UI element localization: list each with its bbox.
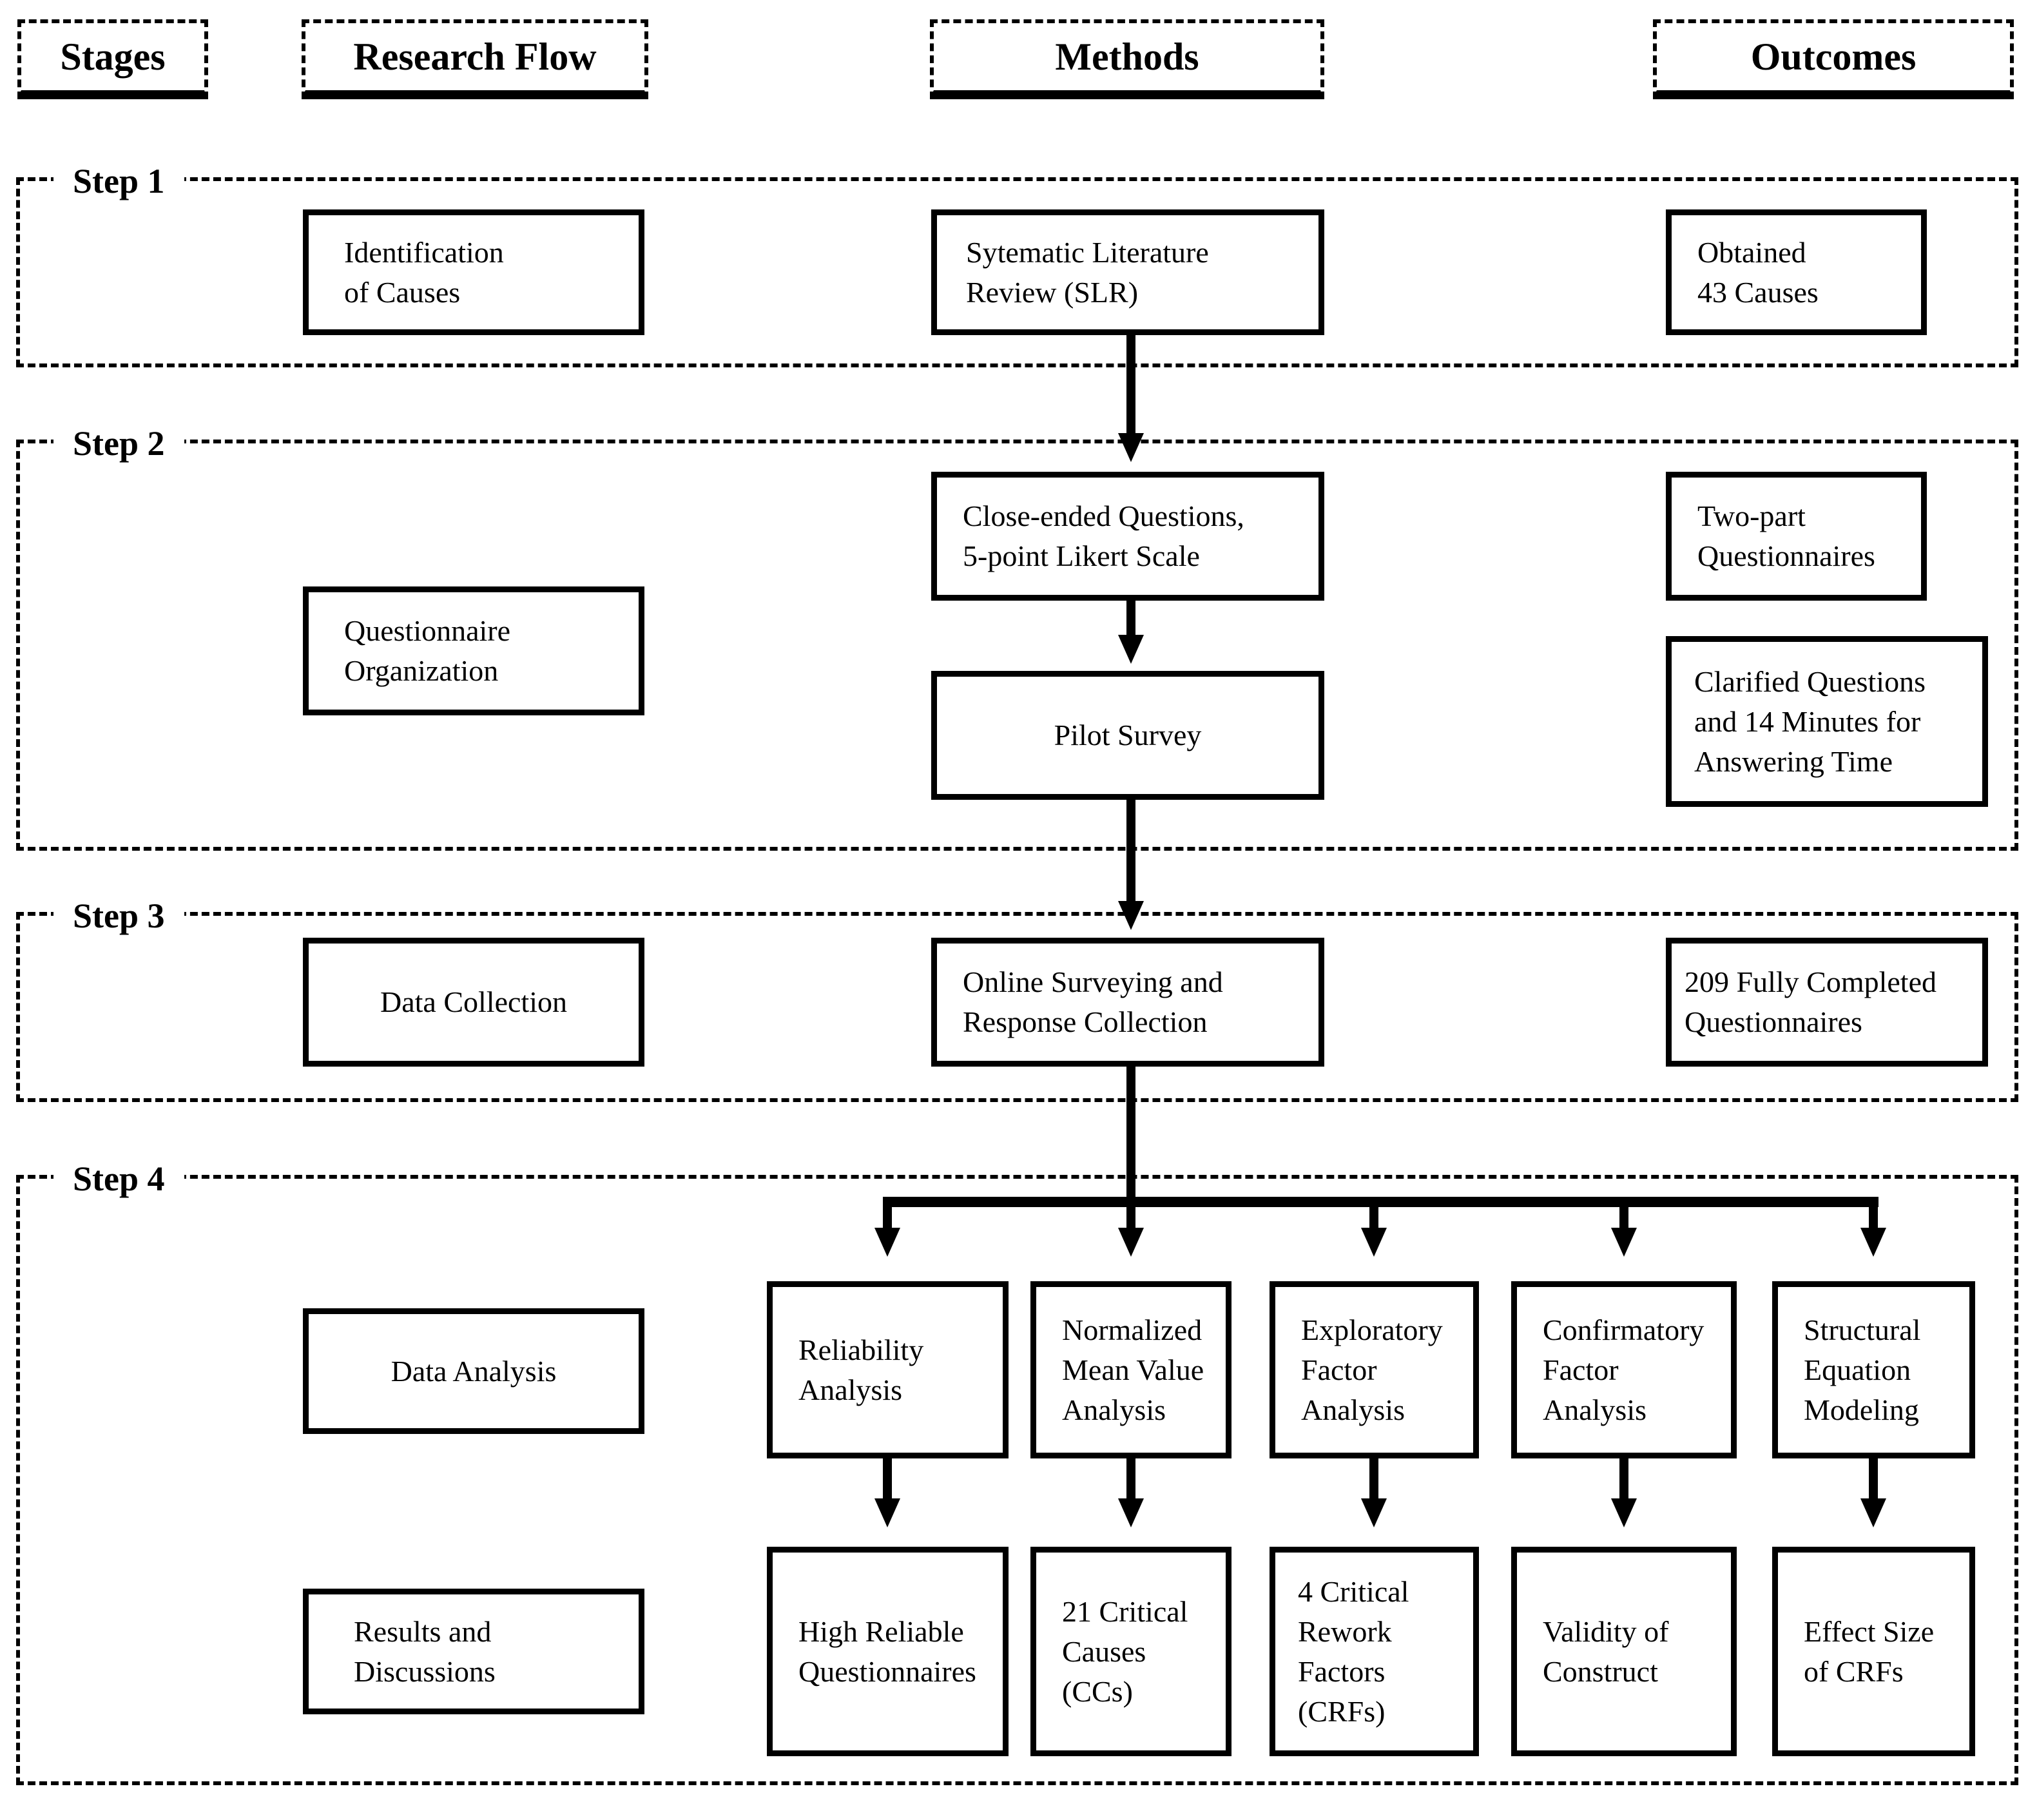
arrow-slr-to-questions-head (1118, 433, 1144, 462)
box-two-part-questionnaires: Two-part Questionnaires (1666, 472, 1927, 601)
column-header-stages: Stages (17, 19, 208, 99)
result-arrow-1-head (874, 1498, 900, 1527)
result-arrow-4-line (1619, 1458, 1628, 1500)
arrow-pilot-to-online-head (1118, 901, 1144, 930)
step1-band: Step 1 (16, 157, 2018, 367)
arrow-questions-to-pilot-head (1118, 635, 1144, 664)
branch-arrow-2-line (1126, 1207, 1135, 1230)
box-exploratory-factor-analysis: Exploratory Factor Analysis (1270, 1281, 1479, 1458)
step3-label: Step 3 (53, 891, 184, 940)
box-high-reliable-questionnaires: High Reliable Questionnaires (767, 1547, 1009, 1756)
column-header-methods: Methods (930, 19, 1324, 99)
branch-arrow-2-head (1118, 1228, 1144, 1257)
box-results-and-discussions: Results and Discussions (303, 1589, 644, 1714)
branch-arrow-5-head (1860, 1228, 1886, 1257)
result-arrow-5-head (1860, 1498, 1886, 1527)
branch-arrow-1-head (874, 1228, 900, 1257)
column-header-research-flow: Research Flow (302, 19, 648, 99)
branch-bar (883, 1197, 1878, 1207)
result-arrow-1-line (883, 1458, 892, 1500)
step4-label: Step 4 (53, 1154, 184, 1203)
box-close-ended-questions: Close-ended Questions, 5-point Likert Sc… (931, 472, 1324, 601)
box-data-analysis: Data Analysis (303, 1308, 644, 1434)
branch-arrow-1-line (883, 1207, 892, 1230)
box-questionnaire-organization: Questionnaire Organization (303, 586, 644, 715)
box-209-completed-questionnaires: 209 Fully Completed Questionnaires (1666, 938, 1988, 1067)
branch-arrow-3-line (1369, 1207, 1378, 1230)
result-arrow-4-head (1611, 1498, 1637, 1527)
box-online-surveying: Online Surveying and Response Collection (931, 938, 1324, 1067)
box-systematic-literature-review: Sytematic Literature Review (SLR) (931, 209, 1324, 335)
box-obtained-43-causes: Obtained 43 Causes (1666, 209, 1927, 335)
step2-label: Step 2 (53, 419, 184, 468)
box-21-critical-causes: 21 Critical Causes (CCs) (1030, 1547, 1231, 1756)
branch-arrow-3-head (1361, 1228, 1387, 1257)
arrow-slr-to-questions-line (1126, 335, 1135, 435)
step1-label: Step 1 (53, 157, 184, 206)
result-arrow-3-line (1369, 1458, 1378, 1500)
step3-band: Step 3 (16, 891, 2018, 1102)
box-pilot-survey: Pilot Survey (931, 671, 1324, 800)
result-arrow-3-head (1361, 1498, 1387, 1527)
box-validity-of-construct: Validity of Construct (1511, 1547, 1737, 1756)
step4-band: Step 4 (16, 1154, 2018, 1785)
box-4-critical-rework-factors: 4 Critical Rework Factors (CRFs) (1270, 1547, 1479, 1756)
result-arrow-2-line (1126, 1458, 1135, 1500)
box-structural-equation-modeling: Structural Equation Modeling (1772, 1281, 1975, 1458)
box-identification-of-causes: Identification of Causes (303, 209, 644, 335)
box-normalized-mean-value-analysis: Normalized Mean Value Analysis (1030, 1281, 1231, 1458)
result-arrow-5-line (1869, 1458, 1878, 1500)
branch-arrow-4-head (1611, 1228, 1637, 1257)
box-clarified-questions: Clarified Questions and 14 Minutes for A… (1666, 636, 1988, 807)
box-data-collection: Data Collection (303, 938, 644, 1067)
box-confirmatory-factor-analysis: Confirmatory Factor Analysis (1511, 1281, 1737, 1458)
box-reliability-analysis: Reliability Analysis (767, 1281, 1009, 1458)
step2-band: Step 2 (16, 419, 2018, 851)
box-effect-size-of-crfs: Effect Size of CRFs (1772, 1547, 1975, 1756)
branch-arrow-4-line (1619, 1207, 1628, 1230)
result-arrow-2-head (1118, 1498, 1144, 1527)
arrow-pilot-to-online-line (1126, 800, 1135, 903)
arrow-questions-to-pilot-line (1126, 601, 1135, 636)
arrow-online-to-branch-trunk (1126, 1067, 1135, 1202)
column-header-outcomes: Outcomes (1653, 19, 2014, 99)
branch-arrow-5-line (1869, 1207, 1878, 1230)
